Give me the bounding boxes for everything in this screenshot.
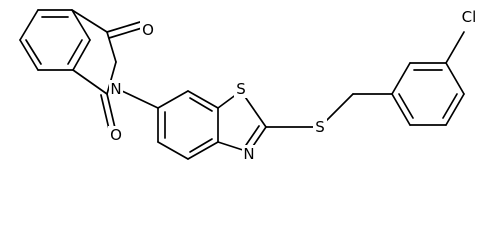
bond (106, 93, 116, 129)
bond (445, 62, 465, 95)
bond (187, 141, 219, 160)
bond (189, 97, 213, 112)
bond (19, 9, 39, 41)
atom-label-oxygen-top: O (142, 21, 154, 39)
bond (121, 90, 159, 109)
structure-canvas: O O N S N S Cl (19, 8, 480, 163)
bond (72, 39, 91, 71)
bond (19, 39, 39, 71)
bond (72, 69, 108, 95)
bond (106, 31, 117, 63)
bond (442, 93, 458, 119)
bond (445, 31, 465, 64)
bond (67, 39, 83, 65)
bond (189, 138, 213, 153)
atom-label-imide-nitrogen: N (110, 80, 121, 98)
bond (243, 125, 260, 149)
bond (391, 62, 411, 95)
bond (100, 94, 110, 130)
bond (391, 93, 411, 126)
atom-label-oxygen-bottom: O (110, 126, 122, 144)
bond (187, 90, 219, 109)
bond (398, 93, 414, 119)
atom-labels: O O N S N S Cl (108, 8, 480, 163)
bond (445, 93, 465, 126)
bond (157, 141, 189, 160)
bonds (19, 9, 465, 160)
bond (71, 9, 91, 41)
structure-drawing: O O N S N S Cl (19, 8, 480, 163)
bond (25, 39, 42, 65)
bond (106, 21, 141, 33)
bond (108, 27, 143, 39)
bond (71, 9, 108, 33)
atom-label-chlorine: Cl (462, 8, 477, 26)
atom-label-thiazole-sulfur: S (236, 80, 246, 98)
atom-label-thioether-sulfur: S (315, 118, 325, 136)
bond (157, 90, 189, 109)
bond (106, 61, 117, 95)
atom-label-thiazole-nitrogen: N (243, 145, 254, 163)
